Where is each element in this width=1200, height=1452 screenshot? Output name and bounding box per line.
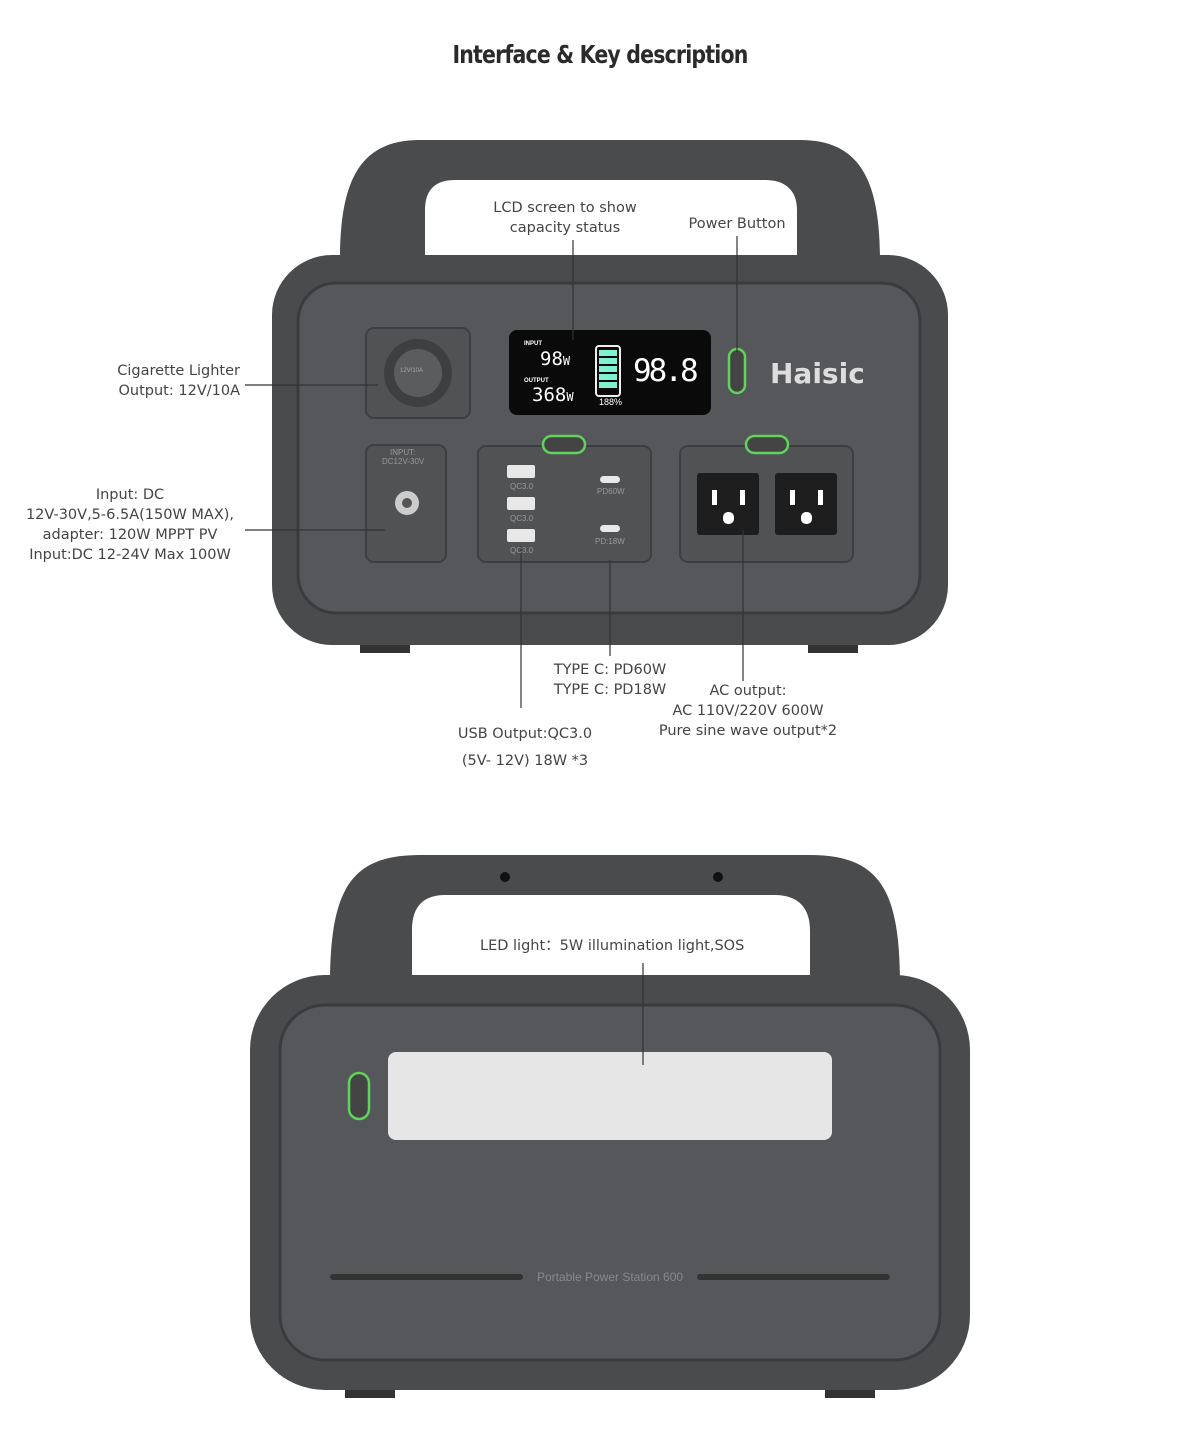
callout-text: Pure sine wave output*2 <box>658 723 838 739</box>
callout-usb: USB Output:QC3.0 (5V- 12V) 18W *3 <box>430 721 620 775</box>
dc-port-spec: DC12V-30V <box>382 457 425 466</box>
model-label: Portable Power Station 600 <box>536 1270 684 1284</box>
callout-dc: Input: DC 12V-30V,5-6.5A(150W MAX), adapte… <box>20 485 240 565</box>
lcd-output-number: 368 <box>532 384 567 406</box>
callout-text: Cigarette Lighter <box>117 363 240 379</box>
usb-port-label: QC3.0 <box>510 482 534 491</box>
brand-logo: Haisic <box>770 357 865 390</box>
usb-port-label: QC3.0 <box>510 546 534 555</box>
lcd-percent: 188% <box>599 397 623 407</box>
page-title: Interface & Key description <box>452 40 748 69</box>
callout-text: AC output: <box>709 683 787 699</box>
lcd-input-number: 98 <box>540 348 563 370</box>
callout-text: Output: 12V/10A <box>118 383 241 399</box>
lcd-output-unit: W <box>566 390 574 404</box>
callout-text: capacity status <box>509 220 621 236</box>
lcd-big-value: 98.8 <box>633 353 699 389</box>
lcd-input-label: INPUT <box>524 341 542 347</box>
callout-ac: AC output: AC 110V/220V 600W Pure sine wav… <box>648 681 848 741</box>
callout-text: Input: DC <box>95 487 165 503</box>
callout-text: 12V-30V,5-6.5A(150W MAX), <box>25 507 235 523</box>
callout-text: (5V- 12V) 18W *3 <box>461 753 589 769</box>
callout-text: LCD screen to show <box>493 200 637 216</box>
cig-port-label: 12V/10A <box>400 368 424 374</box>
dc-port-label: INPUT: <box>390 448 416 457</box>
callout-text: AC 110V/220V 600W <box>672 703 824 719</box>
lcd-input-value: 98W <box>540 348 570 370</box>
callout-typec: TYPE C: PD60W TYPE C: PD18W <box>540 660 680 700</box>
back-device-illustration <box>250 855 970 1398</box>
callout-led: LED light：5W illumination light,SOS <box>480 938 745 954</box>
typec-port-label: PD:18W <box>595 537 625 546</box>
callout-text: TYPE C: PD18W <box>553 682 667 698</box>
usb-port-label: QC3.0 <box>510 514 534 523</box>
front-device-illustration <box>245 140 948 708</box>
callout-text: USB Output:QC3.0 <box>457 726 593 742</box>
lcd-input-unit: W <box>562 354 571 368</box>
lcd-output-label: OUTPUT <box>524 378 549 384</box>
callout-power: Power Button <box>688 216 786 232</box>
callout-lcd: LCD screen to show capacity status <box>470 198 660 238</box>
typec-port-label: PD60W <box>597 487 625 496</box>
lcd-output-value: 368W <box>532 384 574 406</box>
callout-text: TYPE C: PD60W <box>553 662 667 678</box>
callout-text: Input:DC 12-24V Max 100W <box>29 547 231 563</box>
callout-text: adapter: 120W MPPT PV <box>42 527 218 543</box>
